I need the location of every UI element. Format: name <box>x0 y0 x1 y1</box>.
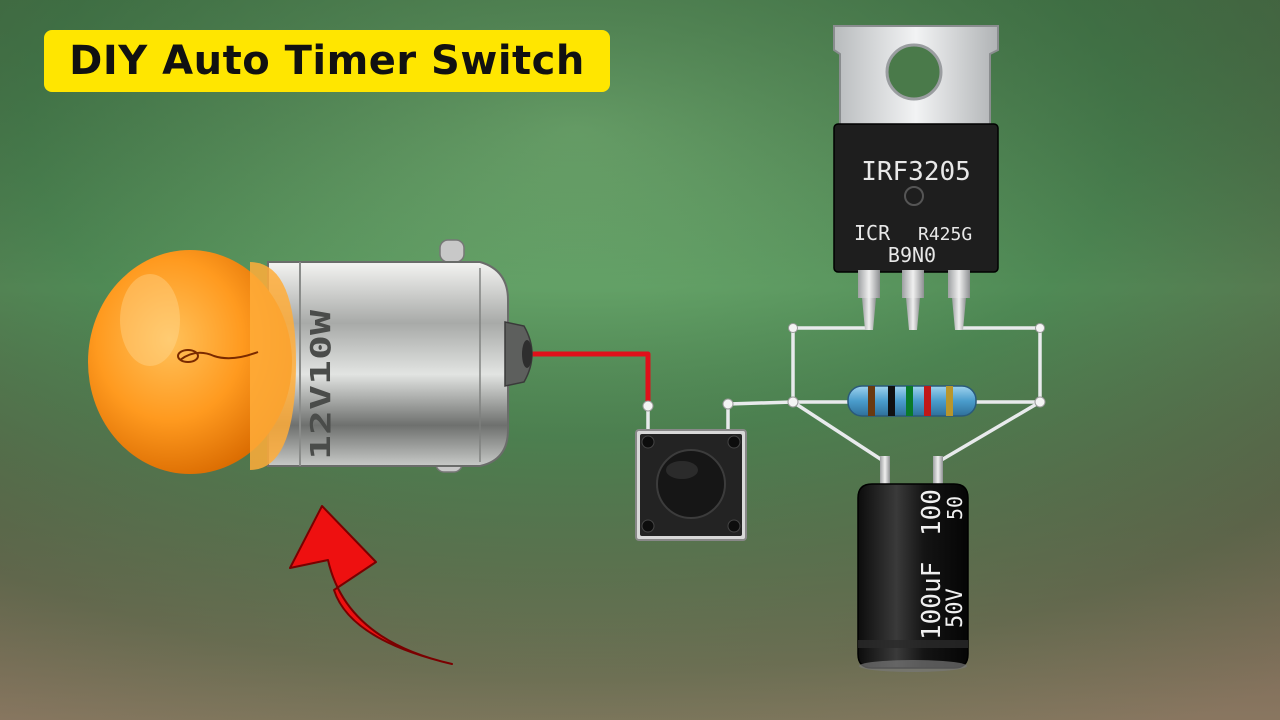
bulb-icon: 12V10W <box>88 239 533 474</box>
capacitor-value-top: 100 <box>917 489 947 536</box>
red-wire <box>529 351 651 411</box>
mosfet-icon: IRF3205 ICR R425G B9N0 <box>833 25 999 330</box>
page-title: DIY Auto Timer Switch <box>69 38 585 84</box>
mosfet-label-line2b: R425G <box>918 224 972 245</box>
mosfet-label-line2a: ICR <box>854 221 891 245</box>
title-banner: DIY Auto Timer Switch <box>44 30 610 92</box>
wires <box>529 323 1046 464</box>
capacitor-icon: 100 50 100uF 50V <box>857 456 969 672</box>
arrow-icon <box>289 505 453 665</box>
bulb-marking: 12V10W <box>304 310 337 460</box>
resistor-icon <box>847 385 977 417</box>
mosfet-label-line3: B9N0 <box>888 243 936 267</box>
capacitor-voltage-side: 50V <box>943 588 968 628</box>
capacitor-voltage-top: 50 <box>943 496 967 520</box>
mosfet-label-line1: IRF3205 <box>861 157 971 187</box>
push-button-icon <box>635 429 747 541</box>
capacitor-value-side: 100uF <box>917 562 947 640</box>
